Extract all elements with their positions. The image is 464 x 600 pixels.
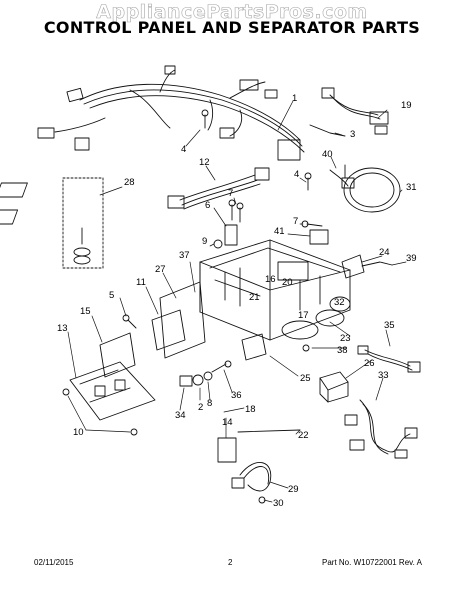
kit-box-28 — [0, 177, 104, 269]
main-wire-harness — [37, 65, 305, 161]
rod-22 — [237, 429, 301, 433]
callout-32: 32 — [334, 297, 345, 308]
page-title: CONTROL PANEL AND SEPARATOR PARTS — [43, 18, 421, 37]
switch-cluster — [179, 360, 232, 387]
harness-35 — [357, 345, 421, 373]
callout-6: 6 — [205, 200, 210, 211]
callout-20: 20 — [282, 277, 293, 288]
block-25 — [241, 333, 267, 361]
harness-29 — [231, 461, 272, 492]
callout-12: 12 — [199, 157, 210, 168]
box-26 — [319, 371, 349, 403]
screw-10-right — [130, 428, 138, 436]
callout-37: 37 — [179, 250, 190, 261]
bracket-6 — [224, 224, 238, 246]
console-13 — [69, 361, 156, 421]
panel-11 — [151, 309, 186, 351]
callout-25: 25 — [300, 373, 311, 384]
callout-11: 11 — [136, 277, 146, 288]
leader-lines — [67, 100, 407, 503]
callout-7b: 7 — [293, 216, 298, 227]
footer-part-number: Part No. W10722001 Rev. A — [322, 558, 422, 567]
footer-date: 02/11/2015 — [34, 558, 74, 567]
board-15 — [99, 332, 136, 378]
callout-1: 1 — [292, 93, 297, 104]
clip-40 — [329, 169, 349, 187]
callout-7a: 7 — [228, 188, 233, 199]
harness-19 — [321, 87, 389, 135]
callout-24: 24 — [379, 247, 390, 258]
bracket-24 — [341, 254, 365, 279]
control-housing — [199, 239, 351, 341]
screw-4-left — [201, 109, 209, 129]
ring-sensor-31 — [341, 164, 401, 213]
callout-26: 26 — [364, 358, 375, 369]
callout-21: 21 — [249, 292, 260, 303]
callout-9: 9 — [202, 236, 207, 247]
callout-3: 3 — [350, 129, 355, 140]
footer-page: 2 — [228, 558, 233, 567]
callout-5: 5 — [109, 290, 114, 301]
callout-36: 36 — [231, 390, 242, 401]
exploded-parts-diagram: 1 19 3 4 40 12 4 28 31 7 6 7 41 9 24 37 … — [0, 65, 421, 509]
callout-4a: 4 — [181, 144, 186, 155]
screw-10-left — [62, 388, 70, 396]
part-38 — [302, 344, 310, 352]
wire-39 — [361, 261, 393, 267]
callout-labels: 1 19 3 4 40 12 4 28 31 7 6 7 41 9 24 37 … — [57, 93, 417, 509]
callout-8: 8 — [207, 398, 212, 409]
callout-34: 34 — [175, 410, 186, 421]
wire-tie-3 — [309, 124, 346, 137]
callout-14: 14 — [222, 417, 233, 428]
callout-38: 38 — [337, 345, 348, 356]
callout-30: 30 — [273, 498, 284, 509]
callout-13: 13 — [57, 323, 68, 334]
callout-39: 39 — [406, 253, 417, 264]
callout-33: 33 — [378, 370, 389, 381]
callout-35: 35 — [384, 320, 395, 331]
screw-5 — [122, 314, 137, 329]
screw-4-right — [304, 172, 312, 191]
callout-22: 22 — [298, 430, 309, 441]
frame-27 — [159, 281, 206, 359]
knob-9 — [213, 239, 223, 249]
callout-41: 41 — [274, 226, 285, 237]
callout-18: 18 — [245, 404, 256, 415]
callout-29: 29 — [288, 484, 299, 495]
callout-31: 31 — [406, 182, 417, 193]
screw-7-pair — [228, 199, 244, 223]
callout-23: 23 — [340, 333, 351, 344]
callout-19: 19 — [401, 100, 412, 111]
callout-4b: 4 — [294, 169, 299, 180]
screw-7-lower — [301, 220, 323, 228]
module-41 — [309, 229, 329, 245]
callout-27: 27 — [155, 264, 166, 275]
callout-15: 15 — [80, 306, 91, 317]
callout-17: 17 — [298, 310, 309, 321]
bracket-14 — [217, 437, 237, 463]
harness-33 — [344, 399, 418, 459]
callout-2: 2 — [198, 402, 203, 413]
callout-28: 28 — [124, 177, 135, 188]
callout-16: 16 — [265, 274, 276, 285]
callout-10: 10 — [73, 427, 84, 438]
harness-12 — [167, 167, 270, 210]
callout-40: 40 — [322, 149, 333, 160]
watermark: AppliancePartsPros.com — [96, 1, 368, 24]
